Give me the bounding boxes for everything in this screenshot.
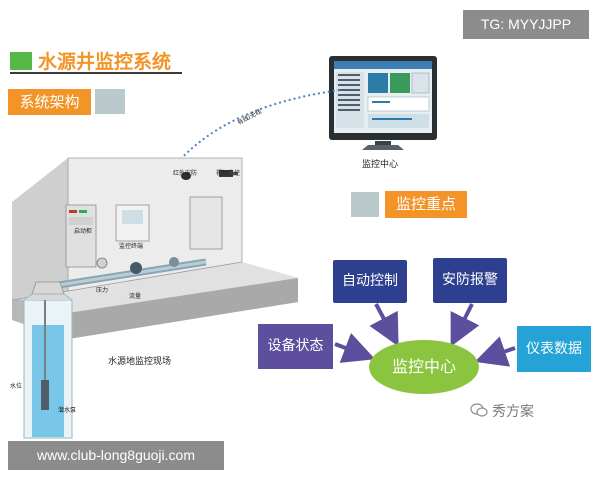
monitor-center-label: 监控中心 xyxy=(362,160,399,170)
center-oval: 监控中心 xyxy=(369,340,479,394)
arrow-instrument-data xyxy=(474,336,516,367)
site-illustration xyxy=(11,157,298,439)
flow-label: 流量 xyxy=(129,293,142,300)
monitor-computer xyxy=(329,56,437,150)
arch-gray-square xyxy=(95,89,125,114)
arrow-auto-control xyxy=(369,303,399,347)
key-point-arrows xyxy=(334,303,516,367)
video-label: 视频监控 xyxy=(216,170,241,177)
site-caption: 水源地监控现场 xyxy=(108,357,172,367)
arrow-security-alarm xyxy=(450,303,480,347)
title-underline xyxy=(10,72,182,74)
wechat-icon xyxy=(470,403,488,417)
auto-control-box: 自动控制 xyxy=(333,260,407,303)
infrared-label: 红外安防 xyxy=(173,170,198,177)
arrow-device-status xyxy=(334,332,376,363)
device-status-box: 设备状态 xyxy=(258,324,333,369)
watermark-text: 秀方案 xyxy=(492,404,534,420)
monitor-terminal-label: 监控终端 xyxy=(119,243,144,250)
security-alarm-box: 安防报警 xyxy=(433,258,507,303)
pump-label: 潜水泵 xyxy=(58,407,77,414)
key-gray-square xyxy=(351,192,379,217)
water-level-label: 水位 xyxy=(10,383,23,390)
arch-label: 系统架构 xyxy=(8,89,91,115)
title-marker xyxy=(10,52,32,70)
url-label: www.club-long8guoji.com xyxy=(8,441,224,470)
pressure-label: 压力 xyxy=(96,287,109,294)
tg-label: TG: MYYJJPP xyxy=(463,10,589,39)
page-title: 水源井监控系统 xyxy=(38,51,172,73)
auto-cabinet-label: 启动柜 xyxy=(74,228,93,235)
key-points-title: 监控重点 xyxy=(385,191,467,218)
instrument-data-box: 仪表数据 xyxy=(517,326,591,372)
